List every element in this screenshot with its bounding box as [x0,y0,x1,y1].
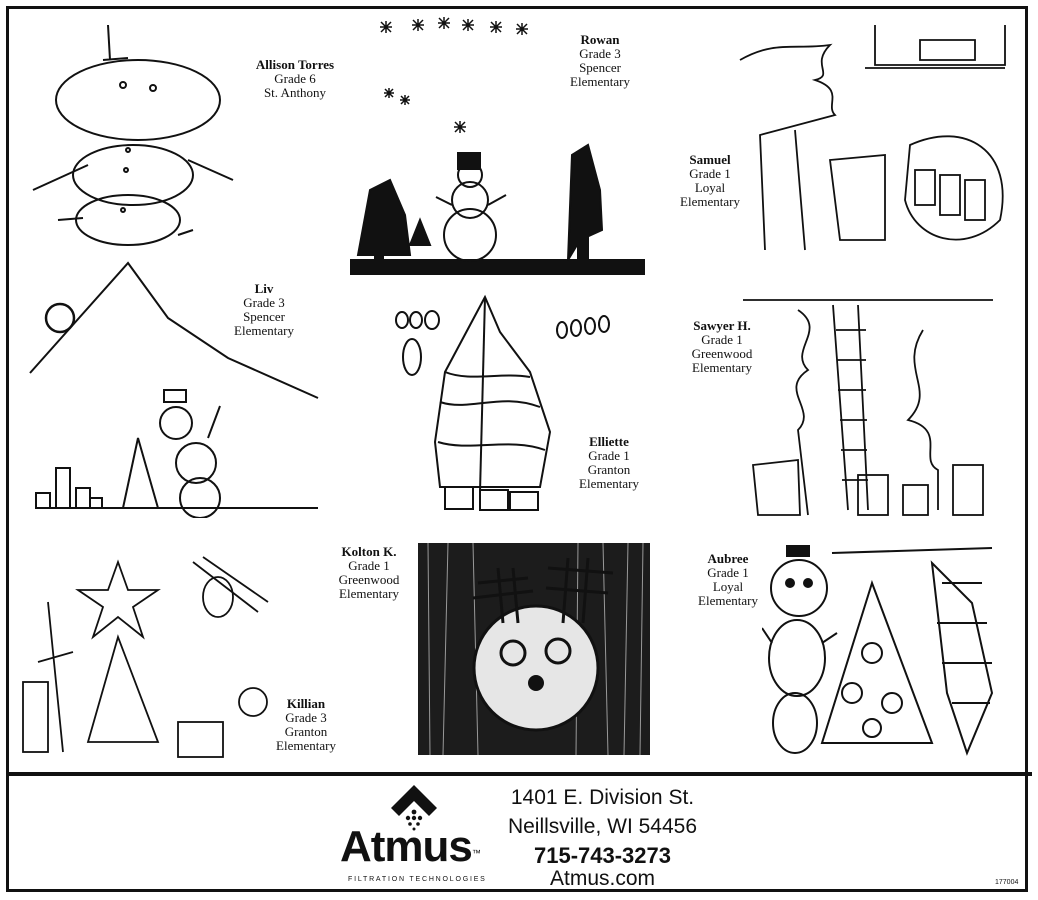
artist-grade: Grade 3 [579,46,621,61]
drawing-liv [29,261,319,518]
artist-school-line1: Greenwood [691,346,753,361]
artist-grade: Grade 1 [707,565,749,580]
caption-kolton: Kolton K. Grade 1 Greenwood Elementary [317,545,421,601]
address-line1: 1401 E. Division St. [510,786,695,809]
artist-school-line1: Greenwood [338,572,400,587]
brand-wordmark: Atmus™ [340,822,486,872]
drawing-aubree [762,545,994,756]
artist-name: Liv [254,281,274,296]
address-line2: Neillsville, WI 54456 [507,815,698,838]
artist-school-line2: Elementary [276,738,336,753]
artist-name: Samuel [689,152,731,167]
artist-school-line2: Elementary [570,74,630,89]
brand-tagline: FILTRATION TECHNOLOGIES [348,876,487,883]
footer-divider [6,772,1032,776]
trademark: ™ [471,848,481,858]
artist-name: Kolton K. [341,544,397,559]
artist-school-line1: Granton [284,724,328,739]
artist-school-line2: Elementary [339,586,399,601]
document-code: 177004 [995,879,1019,886]
artist-school-line1: Granton [587,462,631,477]
caption-elliette: Elliette Grade 1 Granton Elementary [556,435,662,491]
artist-grade: Grade 3 [285,710,327,725]
page-frame [6,6,1028,892]
artist-school-line1: Loyal [712,579,744,594]
artist-grade: Grade 1 [588,448,630,463]
caption-allison: Allison Torres Grade 6 St. Anthony [236,58,354,100]
artist-school-line1: Loyal [694,180,726,195]
drawing-sawyer [743,299,993,516]
artist-name: Aubree [707,551,749,566]
artist-name: Rowan [580,32,620,47]
artist-grade: Grade 1 [689,166,731,181]
caption-sawyer: Sawyer H. Grade 1 Greenwood Elementary [668,319,776,375]
artist-name: Killian [286,696,326,711]
caption-killian: Killian Grade 3 Granton Elementary [254,697,358,753]
caption-samuel: Samuel Grade 1 Loyal Elementary [656,153,764,209]
artist-school-line2: Elementary [692,360,752,375]
caption-liv: Liv Grade 3 Spencer Elementary [212,282,316,338]
artist-grade: Grade 1 [701,332,743,347]
artist-school-line2: Elementary [698,593,758,608]
artist-name: Sawyer H. [693,318,751,333]
artist-school-line2: Elementary [234,323,294,338]
artist-school-line1: Spencer [243,309,285,324]
artist-name: Elliette [589,434,629,449]
drawing-killian [22,556,269,758]
drawing-snowman-allison [32,24,234,246]
artist-name: Allison Torres [255,57,335,72]
atmus-logo-icon [391,785,437,831]
artist-grade: Grade 1 [348,558,390,573]
artist-school: St. Anthony [263,85,327,100]
drawing-kolton [418,543,650,755]
caption-rowan: Rowan Grade 3 Spencer Elementary [545,33,655,89]
drawing-samuel [739,25,1006,251]
artist-grade: Grade 6 [274,71,316,86]
drawing-elliette [395,294,610,511]
website-link[interactable]: Atmus.com [549,867,656,890]
phone-number: 715-743-3273 [533,843,671,868]
brand-name: Atmus [340,822,473,871]
caption-aubree: Aubree Grade 1 Loyal Elementary [680,552,776,608]
artist-school-line1: Spencer [579,60,621,75]
artist-grade: Grade 3 [243,295,285,310]
artist-school-line2: Elementary [579,476,639,491]
drawing-snowman-rowan [350,17,645,275]
artist-school-line2: Elementary [680,194,740,209]
